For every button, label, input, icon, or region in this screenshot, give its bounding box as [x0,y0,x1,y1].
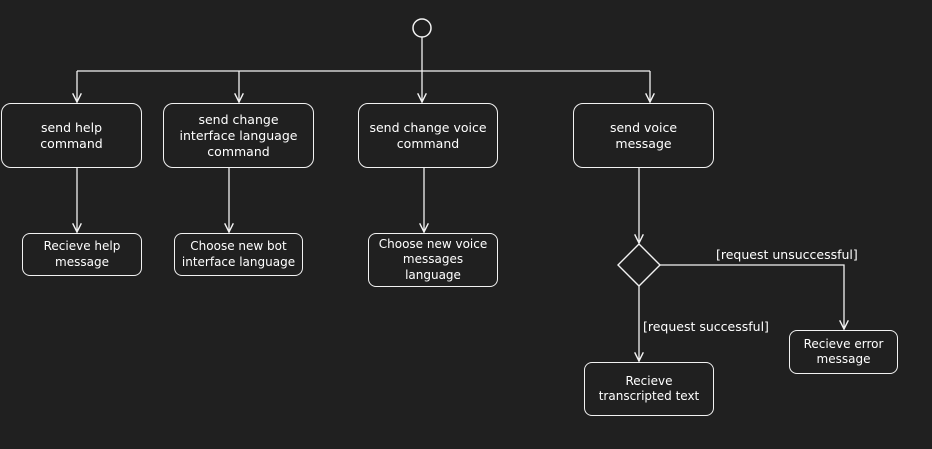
send-voice-message-label: send voice message [609,119,678,151]
choose-new-voice-messages-language-node: Choose new voice messages language [368,233,498,287]
send-change-voice-command-node: send change voice command [358,103,498,168]
send-help-command-node: send help command [1,103,142,168]
send-change-voice-command-label: send change voice command [369,119,487,151]
receive-transcripted-text-node: Recieve transcripted text [584,362,714,416]
send-change-interface-language-command-label: send change interface language command [179,111,298,159]
start-node [412,18,432,38]
receive-error-message-label: Recieve error message [803,336,884,366]
choose-new-voice-messages-language-label: Choose new voice messages language [378,236,488,282]
decision-to-error-arrow [660,264,849,331]
choose-new-bot-interface-language-label: Choose new bot interface language [181,239,296,269]
request-successful-guard: [request successful] [643,319,769,334]
choose-new-bot-interface-language-node: Choose new bot interface language [174,233,303,276]
receive-help-message-node: Recieve help message [22,233,142,276]
send-help-command-label: send help command [40,119,103,151]
request-unsuccessful-guard: [request unsuccessful] [716,247,858,262]
receive-error-message-node: Recieve error message [789,330,898,374]
decision-diamond [617,243,661,287]
receive-help-message-label: Recieve help message [43,239,121,269]
send-change-interface-language-command-node: send change interface language command [163,103,314,168]
send-voice-message-node: send voice message [573,103,714,168]
receive-transcripted-text-label: Recieve transcripted text [598,373,700,403]
